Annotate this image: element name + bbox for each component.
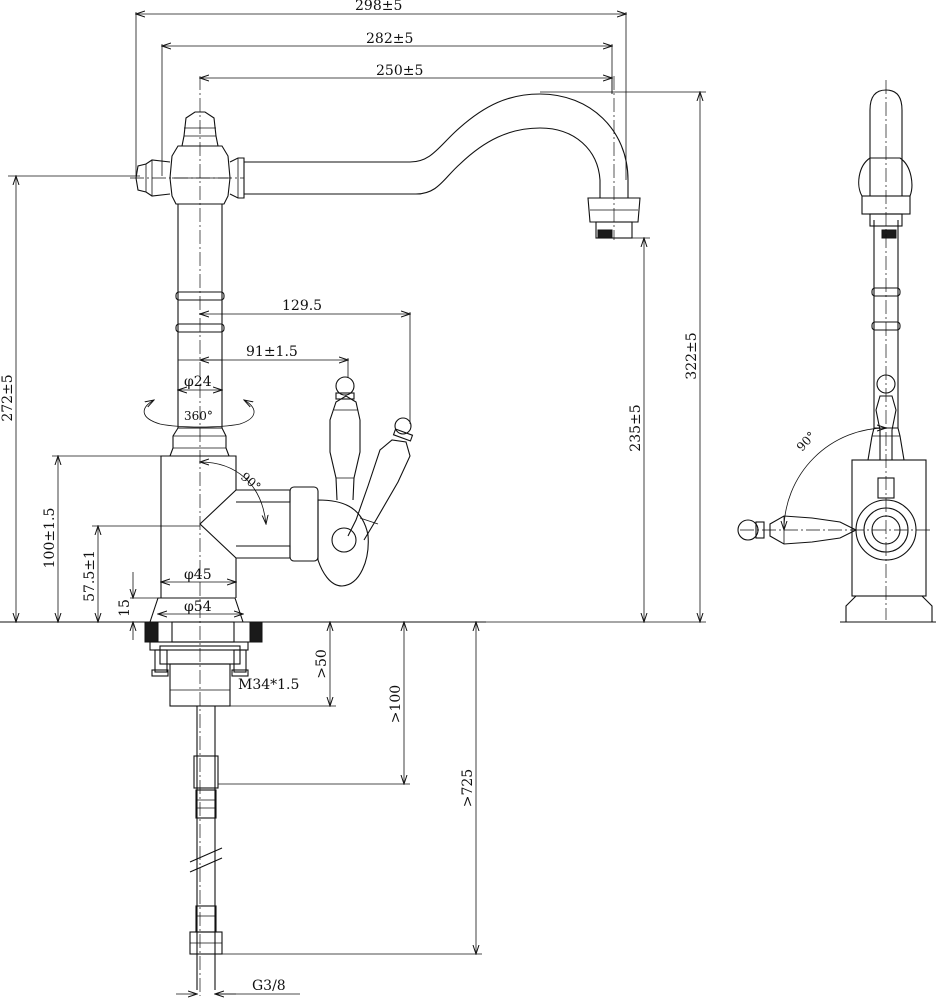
label-phi24: φ24 [184, 374, 212, 390]
label-360: 360° [184, 409, 213, 423]
label-gt50: >50 [314, 649, 330, 679]
label-g38: G3/8 [252, 978, 286, 994]
label-100: 100±1.5 [42, 508, 58, 569]
label-91: 91±1.5 [246, 344, 298, 360]
label-90-side: 90° [794, 429, 819, 454]
mounting-assembly [144, 621, 263, 707]
label-298: 298±5 [355, 0, 402, 14]
label-gt725: >725 [460, 769, 476, 807]
label-15: 15 [117, 599, 133, 617]
faucet-spout [229, 76, 641, 240]
dimension-labels: 298±5 282±5 250±5 129.5 91±1.5 φ24 360° … [0, 0, 818, 994]
label-322: 322±5 [684, 332, 700, 379]
label-272: 272±5 [0, 374, 16, 421]
faucet-column [135, 111, 231, 457]
label-250: 250±5 [376, 63, 423, 79]
label-235: 235±5 [628, 404, 644, 451]
supply-hose [189, 706, 223, 990]
label-phi45: φ45 [184, 567, 212, 583]
side-view [737, 80, 936, 623]
label-thread: M34*1.5 [238, 677, 299, 693]
label-phi54: φ54 [184, 599, 212, 615]
label-282: 282±5 [366, 31, 413, 47]
front-view [0, 76, 641, 996]
label-129: 129.5 [282, 298, 322, 314]
dimension-lines [8, 12, 706, 994]
label-gt100: >100 [388, 685, 404, 723]
label-57: 57.5±1 [82, 550, 98, 602]
